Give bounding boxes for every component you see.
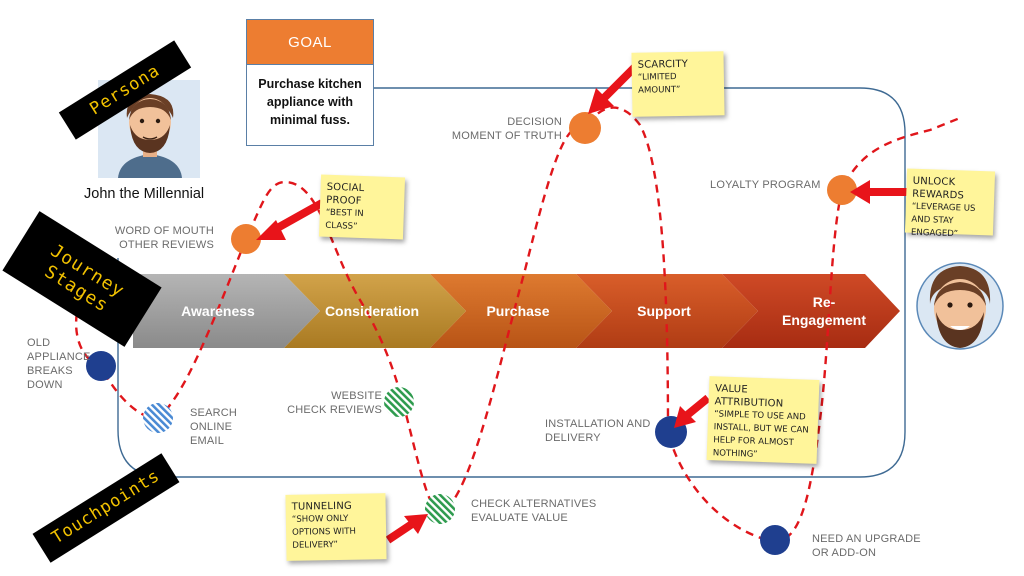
touchpoint-loyalty-dot [827,175,857,205]
stage-label-purchase: Purchase [486,303,550,319]
stage-label-awareness: Awareness [181,303,255,319]
note-quote: “LEVERAGE US AND STAY ENGAGED” [910,201,976,240]
touchpoint-label-upgrade: NEED AN UPGRADE OR ADD-ON [812,532,921,560]
touchpoint-label-website: WEBSITE CHECK REVIEWS [282,389,382,417]
touchpoint-label-line: OR ADD-ON [812,547,877,559]
arrow-unlock-rewards [850,180,908,204]
journey-frame [117,87,906,478]
persona-illustration [98,80,200,178]
note-quote: “SIMPLE TO USE AND INSTALL, BUT WE CAN H… [712,409,809,460]
arrow-tunneling [385,514,428,544]
touchpoint-label-old-appliance: OLD APPLIANCE BREAKS DOWN [27,336,91,392]
sticky-note-value-attribution: VALUE ATTRIBUTION “SIMPLE TO USE AND INS… [706,376,820,464]
arrow-social-proof [256,199,324,240]
touchpoint-label-line: CHECK REVIEWS [287,404,382,416]
sticky-note-tunneling: TUNNELING “SHOW ONLY OPTIONS WITH DELIVE… [285,493,387,561]
touchpoint-label-decision: DECISION MOMENT OF TRUTH [440,115,562,143]
sticky-note-social-proof: SOCIAL PROOF “BEST IN CLASS” [318,174,406,240]
stage-label-reengagement: Re- Engagement [764,293,884,329]
touchpoint-label-search-online: SEARCH ONLINE EMAIL [190,406,237,448]
note-title: UNLOCK REWARDS [912,175,965,202]
stage-label-consideration: Consideration [324,303,420,319]
touchpoint-label-line: BREAKS [27,365,73,377]
touchpoint-check-alternatives-dot [425,494,455,524]
stage-chevron-awareness [133,274,320,348]
arrow-value-attribution [674,394,711,428]
persona-name: John the Millennial [84,186,205,202]
touchpoint-label-installation: INSTALLATION AND DELIVERY [545,417,650,445]
stage-chevron-consideration [284,274,466,348]
touchpoint-search-online-dot [143,403,173,433]
touchpoint-label-line: EVALUATE VALUE [471,512,568,524]
stage-label-reengagement-line1: Re- [812,294,836,310]
touchpoint-label-line: SEARCH [190,407,238,419]
note-quote: “BEST IN CLASS” [325,207,364,232]
touchpoint-old-appliance-dot [86,351,116,381]
touchpoint-label-line: EMAIL [190,435,225,447]
stage-chevron-reengagement [722,274,900,348]
touchpoint-label-loyalty: LOYALTY PROGRAM [710,178,821,192]
touchpoint-label-line: DELIVERY [545,432,601,444]
goal-text: Purchase kitchen appliance with minimal … [258,77,362,127]
note-quote: “SHOW ONLY OPTIONS WITH DELIVERY” [291,513,357,551]
touchpoint-label-line: APPLIANCE [27,351,91,363]
goal-header: GOAL [247,20,373,65]
touchpoint-label-word-of-mouth: WORD OF MOUTH OTHER REVIEWS [100,224,214,252]
touchpoint-website-dot [384,387,414,417]
customer-avatar [916,262,1004,350]
touchpoint-label-line: WEBSITE [331,390,382,402]
stage-label-reengagement-line2: Engagement [781,312,866,328]
touchpoint-label-line: INSTALLATION AND [545,418,651,430]
stage-chevron-purchase [430,274,612,348]
stage-label-support: Support [637,303,691,319]
touchpoint-word-of-mouth-dot [231,224,261,254]
journey-stages-tag-shape [2,211,162,347]
touchpoint-label-line: ONLINE [190,421,233,433]
touchpoint-decision-dot [569,112,601,144]
note-quote: “LIMITED AMOUNT” [637,72,681,96]
goal-box: GOAL Purchase kitchen appliance with min… [246,19,374,146]
sticky-note-scarcity: SCARCITY “LIMITED AMOUNT” [631,51,725,117]
touchpoint-label-line: LOYALTY PROGRAM [710,179,821,191]
touchpoint-label-line: NEED AN UPGRADE [812,533,921,545]
touchpoint-label-line: DECISION [507,116,562,128]
customer-journey-path [74,106,961,544]
note-title: VALUE ATTRIBUTION [714,383,784,410]
touchpoint-label-line: OTHER REVIEWS [119,239,214,251]
sticky-note-unlock-rewards: UNLOCK REWARDS “LEVERAGE US AND STAY ENG… [904,168,996,239]
touchpoint-label-line: DOWN [27,379,63,391]
touchpoint-label-line: MOMENT OF TRUTH [451,130,562,142]
touchpoint-label-line: WORD OF MOUTH [114,225,214,237]
touchpoints-tag-shape [32,453,180,563]
touchpoint-label-check-alternatives: CHECK ALTERNATIVES EVALUATE VALUE [471,497,596,525]
touchpoint-upgrade-dot [760,525,790,555]
arrow-scarcity [588,63,639,114]
touchpoint-label-line: CHECK ALTERNATIVES [471,498,597,510]
note-title: SOCIAL PROOF [326,181,365,207]
touchpoint-label-line: OLD [27,337,51,349]
